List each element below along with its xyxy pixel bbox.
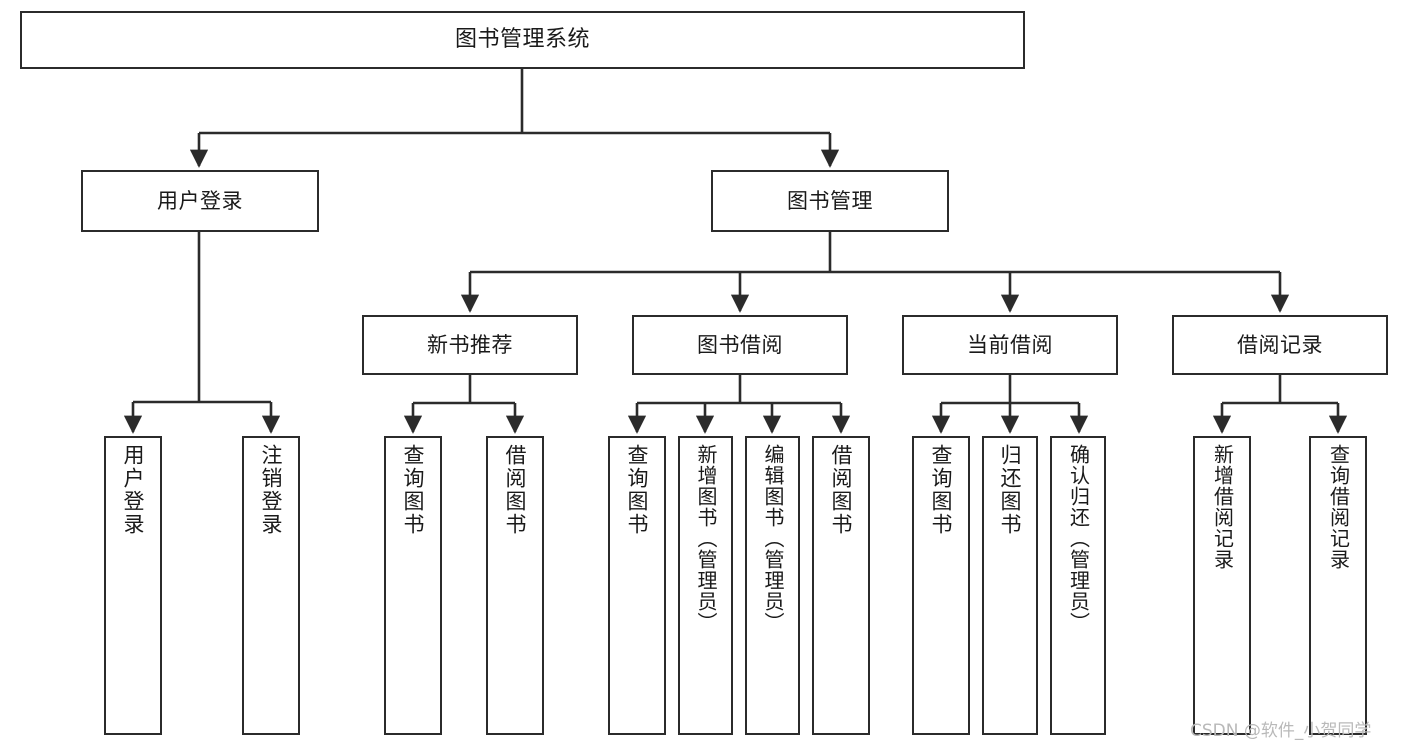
node-label: 借阅记录 <box>1237 332 1323 357</box>
node-borrow-record[interactable]: 借阅记录 <box>1172 315 1388 375</box>
node-label: 用户登录 <box>121 444 146 536</box>
node-leaf-query-book-3[interactable]: 查询图书 <box>912 436 970 735</box>
node-leaf-borrow-book-1[interactable]: 借阅图书 <box>486 436 544 735</box>
node-leaf-confirm-return[interactable]: 确认归还（管理员） <box>1050 436 1106 735</box>
node-leaf-query-book-1[interactable]: 查询图书 <box>384 436 442 735</box>
node-current-borrow[interactable]: 当前借阅 <box>902 315 1118 375</box>
node-leaf-user-logout[interactable]: 注销登录 <box>242 436 300 735</box>
node-label: 归还图书 <box>998 444 1023 536</box>
node-label: 查询图书 <box>625 444 650 536</box>
node-leaf-return-book[interactable]: 归还图书 <box>982 436 1038 735</box>
node-leaf-borrow-book-2[interactable]: 借阅图书 <box>812 436 870 735</box>
node-leaf-add-book[interactable]: 新增图书（管理员） <box>678 436 733 735</box>
node-label: 新书推荐 <box>427 332 513 357</box>
node-root-system[interactable]: 图书管理系统 <box>20 11 1025 69</box>
node-book-borrow[interactable]: 图书借阅 <box>632 315 848 375</box>
node-label: 注销登录 <box>259 444 284 536</box>
csdn-watermark: CSDN @软件_小贺同学 <box>1190 721 1372 741</box>
node-label: 编辑图书（管理员） <box>761 444 785 633</box>
node-label: 当前借阅 <box>967 332 1053 357</box>
node-label: 用户登录 <box>157 188 243 213</box>
node-label: 新增借阅记录 <box>1210 444 1235 570</box>
node-leaf-query-record[interactable]: 查询借阅记录 <box>1309 436 1367 735</box>
node-book-manage[interactable]: 图书管理 <box>711 170 949 232</box>
node-label: 图书管理 <box>787 188 873 213</box>
node-label: 图书管理系统 <box>454 27 590 53</box>
node-leaf-query-book-2[interactable]: 查询图书 <box>608 436 666 735</box>
node-label: 查询借阅记录 <box>1326 444 1351 570</box>
node-label: 借阅图书 <box>503 444 528 536</box>
node-new-book-recommend[interactable]: 新书推荐 <box>362 315 578 375</box>
node-leaf-user-login[interactable]: 用户登录 <box>104 436 162 735</box>
node-user-login[interactable]: 用户登录 <box>81 170 319 232</box>
node-label: 查询图书 <box>401 444 426 536</box>
node-label: 新增图书（管理员） <box>694 444 718 633</box>
node-leaf-edit-book[interactable]: 编辑图书（管理员） <box>745 436 800 735</box>
node-label: 查询图书 <box>929 444 954 536</box>
node-label: 图书借阅 <box>697 332 783 357</box>
node-label: 借阅图书 <box>829 444 854 536</box>
node-leaf-add-record[interactable]: 新增借阅记录 <box>1193 436 1251 735</box>
node-label: 确认归还（管理员） <box>1066 444 1091 633</box>
